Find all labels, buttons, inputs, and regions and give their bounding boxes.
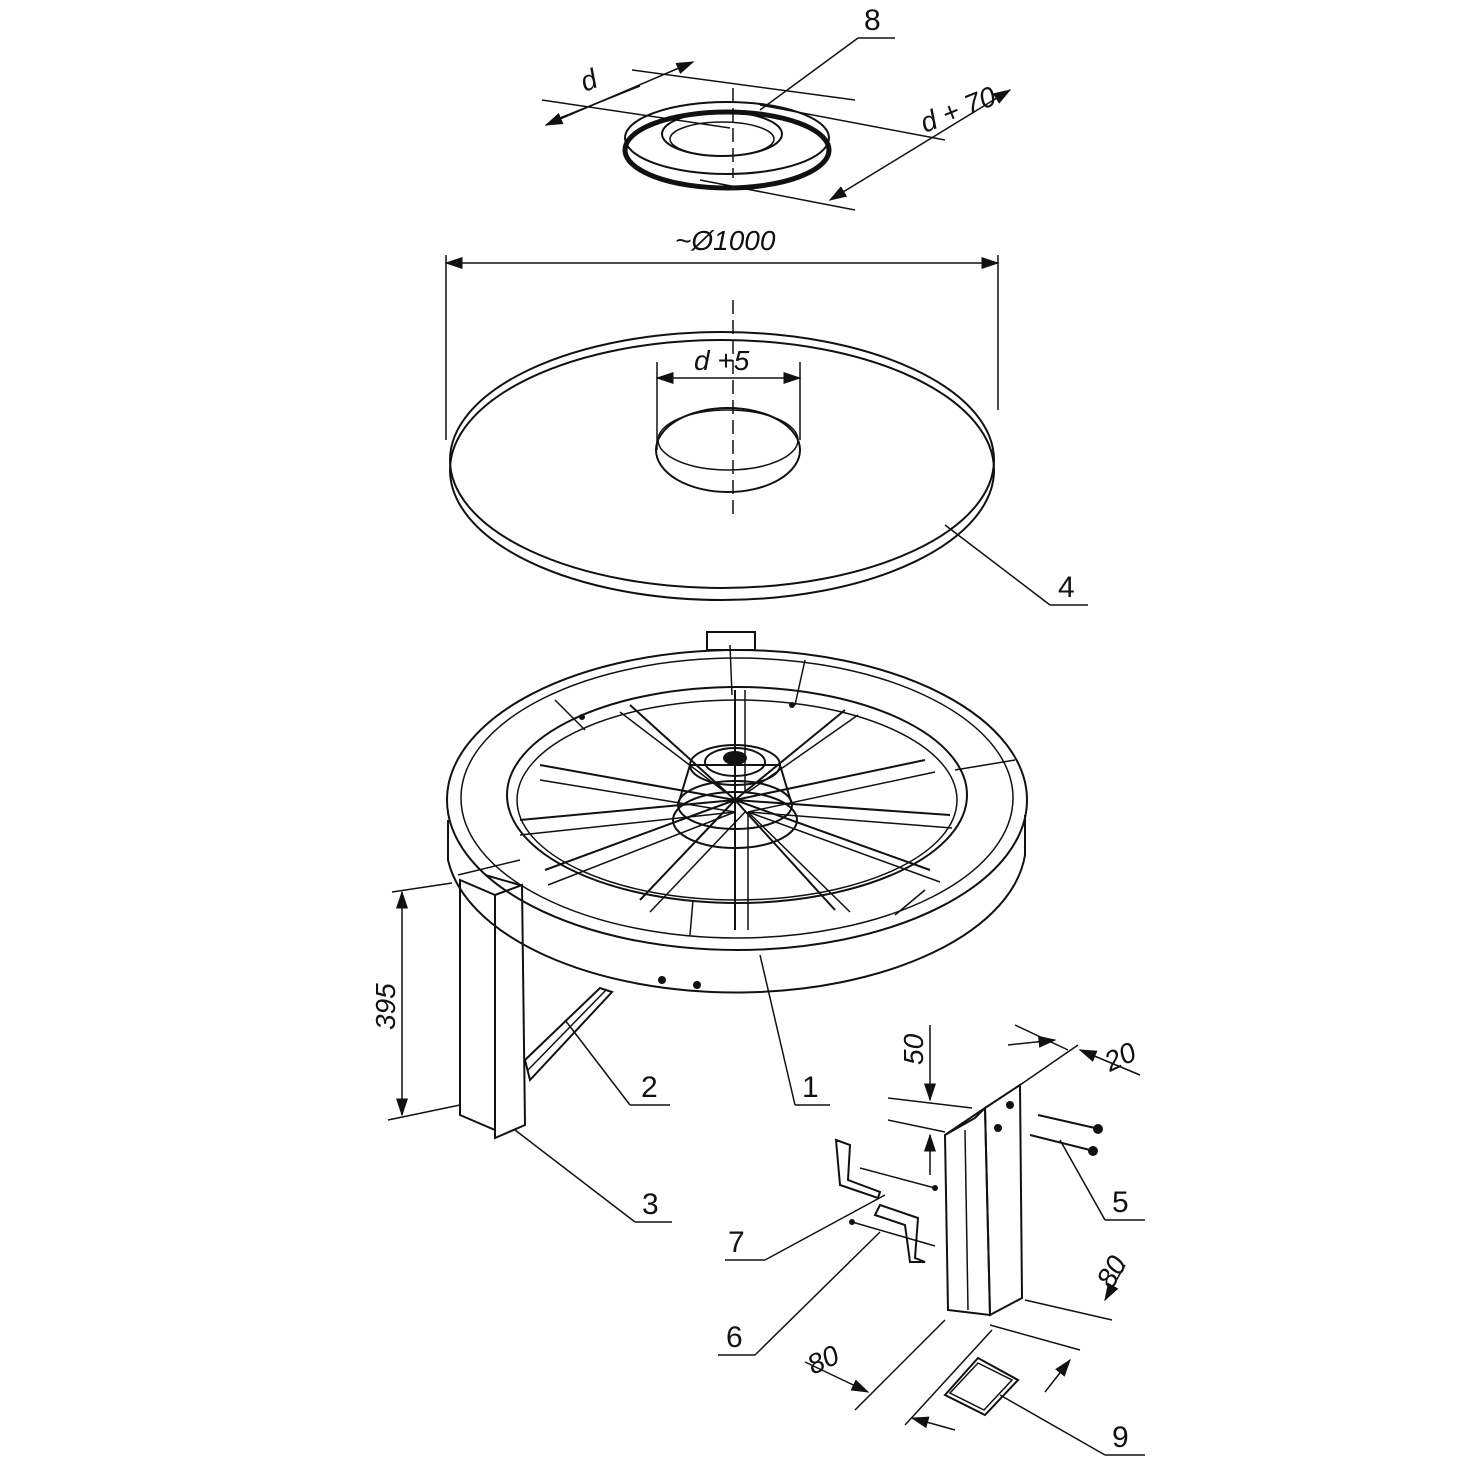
leg-part-3 [459, 874, 527, 1140]
brace-part-2 [523, 986, 614, 1083]
callout-3: 3 [514, 1129, 672, 1223]
callout-label-8: 8 [864, 4, 881, 37]
callout-9: 9 [999, 1394, 1145, 1456]
dim-ring-inner: d [576, 62, 603, 97]
ring-dimensions: d d + 70 [541, 61, 1012, 211]
bracket-angle [943, 1083, 1024, 1317]
screws-part-5 [1029, 1114, 1103, 1156]
dim-leg-height: 395 [370, 983, 401, 1030]
leg-dimension: 395 [370, 882, 461, 1121]
ring-part-8 [622, 88, 832, 191]
callout-4: 4 [944, 524, 1088, 606]
pad-part-9 [943, 1356, 1020, 1417]
callout-label-3: 3 [642, 1188, 659, 1221]
dim-ring-outer: d + 70 [916, 80, 1001, 138]
dim-bracket-width: 20 [1099, 1036, 1142, 1078]
callout-7: 7 [725, 1194, 886, 1261]
callout-1: 1 [759, 954, 830, 1106]
callout-5: 5 [1059, 1139, 1145, 1221]
callout-label-4: 4 [1058, 571, 1075, 604]
dim-base-depth: 80 [1090, 1250, 1133, 1293]
callout-label-1: 1 [802, 1071, 819, 1104]
dim-hole: d +5 [694, 345, 750, 376]
callout-label-9: 9 [1112, 1421, 1129, 1454]
callout-label-7: 7 [728, 1226, 745, 1259]
top-dimensions: ~Ø1000 d +5 [444, 225, 1000, 450]
wheel-part-1 [446, 631, 1028, 994]
dim-top-diameter: ~Ø1000 [675, 225, 776, 256]
dim-bracket-top: 50 [898, 1033, 929, 1065]
callout-label-2: 2 [641, 1071, 658, 1104]
callout-8: 8 [759, 4, 895, 111]
callout-label-5: 5 [1112, 1186, 1129, 1219]
clips-part-7 [834, 1138, 938, 1263]
callout-label-6: 6 [726, 1321, 743, 1354]
top-disc-part-4 [449, 300, 995, 601]
dim-base-width: 80 [802, 1339, 844, 1380]
nails-part-6 [849, 1219, 936, 1247]
callout-2: 2 [564, 1019, 670, 1106]
callout-6: 6 [718, 1231, 881, 1356]
